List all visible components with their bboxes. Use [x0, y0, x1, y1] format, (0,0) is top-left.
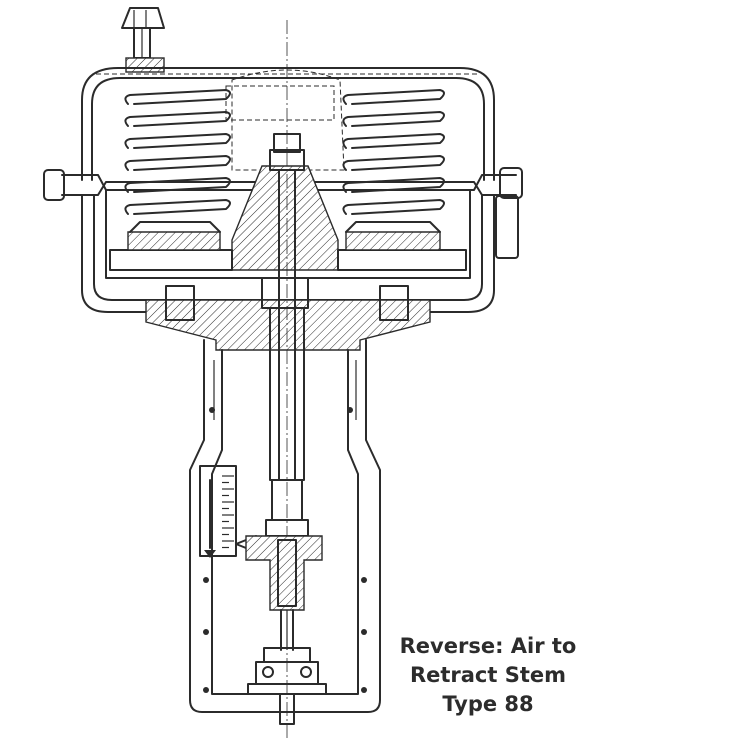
caption: Reverse: Air to Retract Stem Type 88	[378, 632, 598, 719]
caption-line-1: Reverse: Air to	[399, 634, 577, 658]
diaphragm-plate	[109, 165, 467, 271]
spring-coil	[342, 199, 445, 215]
left-spring-stack	[124, 89, 231, 215]
travel-indicator-scale	[199, 465, 237, 558]
stem-clamp	[247, 647, 327, 725]
travel-outline	[225, 69, 345, 171]
spring-seats	[129, 221, 441, 233]
spring-coil	[124, 133, 231, 149]
spring-coil	[342, 177, 445, 193]
spring-coil	[124, 89, 231, 105]
upper-casing	[81, 67, 495, 181]
yoke	[189, 339, 381, 713]
spring-coil	[342, 133, 445, 149]
right-spring-stack	[342, 89, 445, 215]
spring-coil	[342, 89, 445, 105]
caption-line-3: Type 88	[442, 692, 534, 716]
spring-coil	[342, 155, 445, 171]
yoke-boss	[145, 277, 431, 351]
spring-coil	[124, 177, 231, 193]
stem-connector	[245, 479, 323, 651]
spring-coil	[124, 155, 231, 171]
caption-line-2: Retract Stem	[409, 663, 567, 687]
spring-coil	[124, 199, 231, 215]
spring-coil	[124, 111, 231, 127]
vent-cap	[121, 7, 165, 73]
spring-coil	[342, 111, 445, 127]
